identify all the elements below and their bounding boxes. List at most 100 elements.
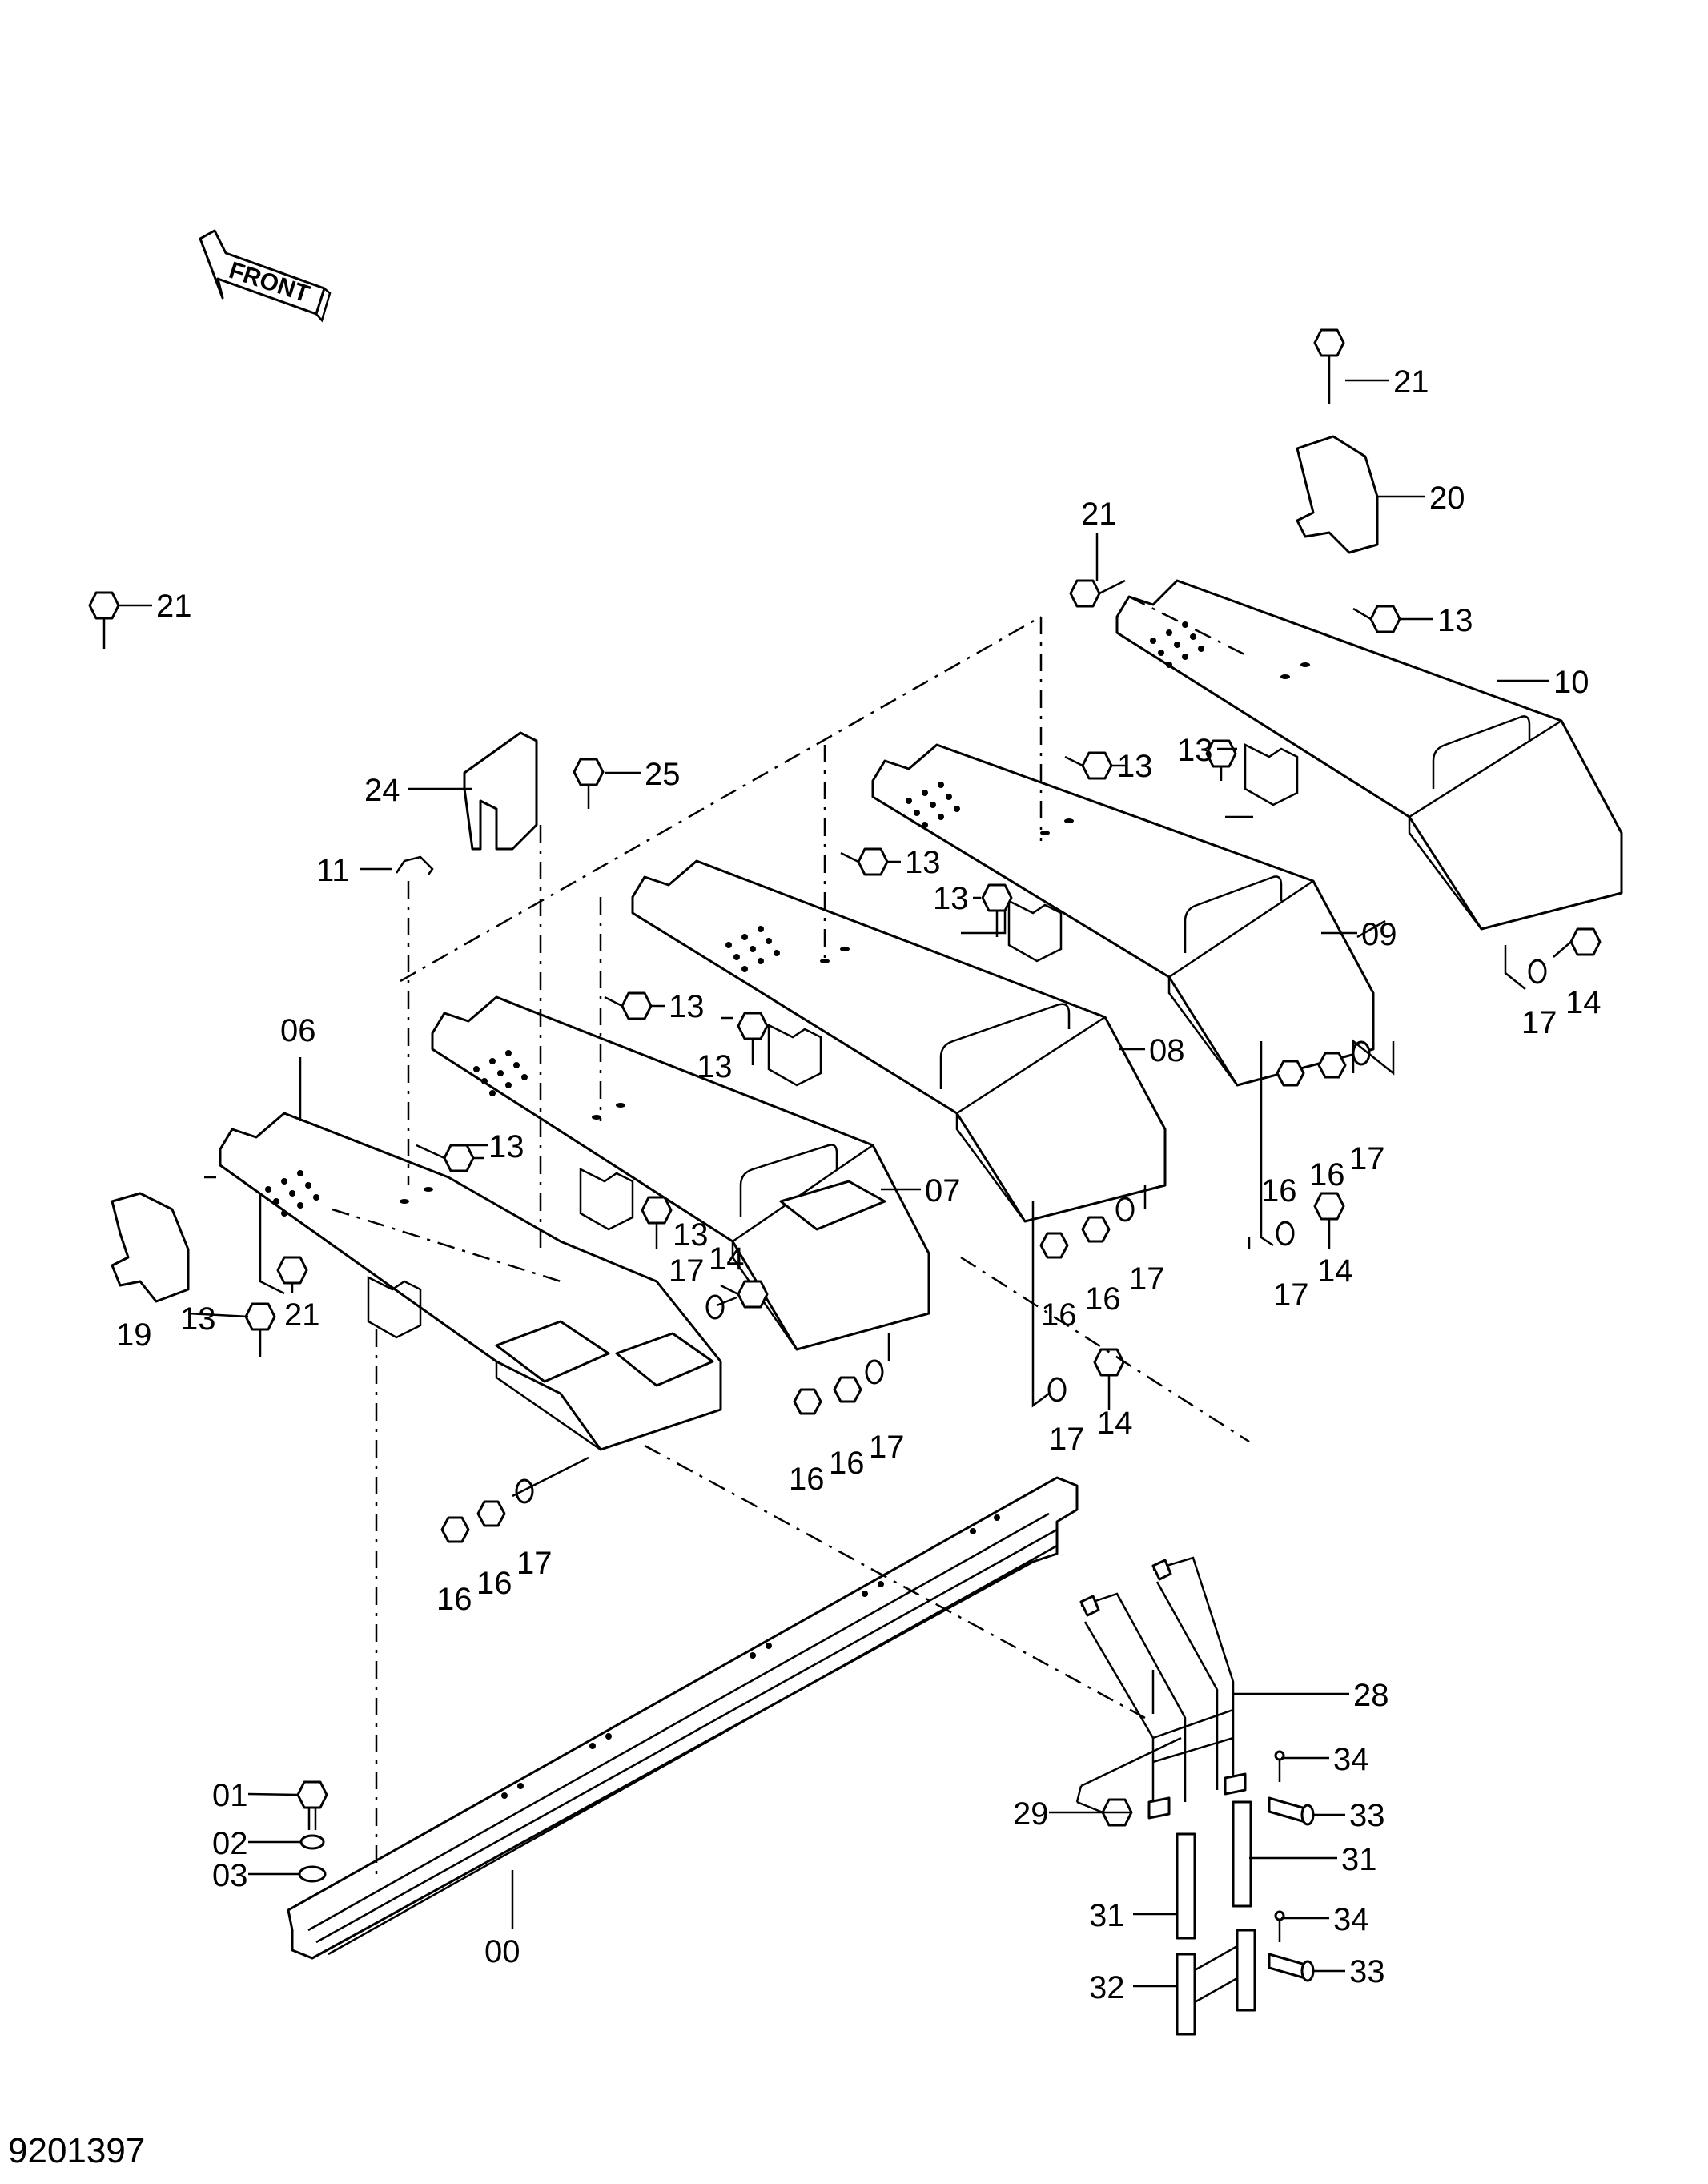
washer-icon (1528, 959, 1547, 984)
callout-24: 24 (364, 773, 400, 808)
callout-21: 21 (284, 1297, 320, 1333)
callout-14: 14 (1097, 1406, 1133, 1441)
callout-34: 34 (1333, 1902, 1369, 1937)
callout-21: 21 (156, 589, 192, 624)
callout-33: 33 (1349, 1798, 1385, 1833)
rod-part-31 (1232, 1800, 1252, 1908)
callout-13: 13 (933, 881, 969, 916)
callout-09: 09 (1361, 917, 1397, 952)
bolt-icon (720, 1280, 769, 1309)
bolt-icon (244, 1302, 276, 1357)
callout-20: 20 (1429, 481, 1465, 516)
washer-icon (865, 1359, 884, 1385)
bolt-icon (981, 883, 1013, 937)
callout-21: 21 (1081, 497, 1117, 532)
washer-icon (1276, 1221, 1295, 1246)
nut-icon (1081, 1216, 1111, 1243)
callout-13: 13 (697, 1049, 733, 1084)
nut-icon (1276, 1060, 1305, 1087)
callout-17: 17 (1049, 1422, 1085, 1457)
callout-03: 03 (212, 1858, 248, 1893)
washer-icon (1047, 1377, 1067, 1402)
cover-panel-09 (871, 743, 1375, 1087)
washer-icon (298, 1865, 327, 1883)
cover-panel-06 (219, 1112, 722, 1451)
callout-16: 16 (1085, 1281, 1121, 1317)
callout-13: 13 (180, 1301, 216, 1337)
nut-icon (476, 1500, 506, 1527)
bolt-icon (1313, 1192, 1345, 1249)
nut-icon (833, 1376, 862, 1403)
callout-06: 06 (280, 1013, 316, 1048)
washer-icon (515, 1478, 534, 1504)
callout-31: 31 (1089, 1898, 1125, 1933)
clip-part-11 (395, 855, 434, 875)
callout-28: 28 (1353, 1678, 1389, 1713)
callout-17: 17 (1521, 1005, 1557, 1040)
callout-34: 34 (1333, 1742, 1369, 1777)
cover-panel-10 (1115, 579, 1623, 931)
bolt-icon (1093, 1348, 1125, 1410)
bracket-part-24 (463, 731, 538, 851)
rail-part-00 (287, 1476, 1079, 1960)
callout-14: 14 (1565, 985, 1602, 1020)
callout-10: 10 (1553, 665, 1589, 700)
callout-02: 02 (212, 1826, 248, 1861)
callout-16: 16 (1261, 1173, 1297, 1209)
washer-icon (705, 1294, 725, 1320)
bolt-icon (840, 847, 889, 876)
callout-17: 17 (1273, 1277, 1309, 1313)
callout-13: 13 (488, 1129, 524, 1164)
bolt-icon (1069, 579, 1126, 608)
washer-icon (1115, 1197, 1135, 1222)
callout-16: 16 (476, 1566, 512, 1601)
bolt-icon (1352, 605, 1401, 633)
bolt-icon (1205, 739, 1237, 781)
callout-07: 07 (925, 1173, 961, 1209)
callout-14: 14 (709, 1241, 745, 1277)
nut-icon (440, 1516, 470, 1543)
callout-16: 16 (436, 1582, 472, 1617)
callout-13: 13 (1437, 603, 1473, 638)
callout-25: 25 (645, 757, 681, 792)
drawing-number: 9201397 (8, 2131, 145, 2170)
callout-16: 16 (829, 1446, 865, 1481)
bolt-icon (1313, 328, 1345, 404)
rod-part-31 (1176, 1832, 1196, 1940)
step-part-32 (1176, 1929, 1256, 2036)
bolt-icon (573, 758, 605, 809)
callout-21: 21 (1393, 364, 1429, 400)
bolt-icon (296, 1780, 328, 1830)
callout-19: 19 (116, 1317, 152, 1353)
nut-icon (1317, 1052, 1347, 1079)
callout-14: 14 (1317, 1253, 1353, 1289)
callout-17: 17 (669, 1253, 705, 1289)
pin-icon (1274, 1910, 1285, 1942)
callout-13: 13 (1177, 733, 1213, 768)
callout-01: 01 (212, 1778, 248, 1813)
callout-32: 32 (1089, 1970, 1125, 2005)
callout-17: 17 (869, 1430, 905, 1465)
callout-08: 08 (1149, 1033, 1185, 1068)
pin-icon (1274, 1750, 1285, 1782)
clevis-pin-icon (1268, 1796, 1315, 1826)
callout-13: 13 (1117, 749, 1153, 784)
callout-17: 17 (516, 1546, 553, 1581)
callout-17: 17 (1129, 1261, 1165, 1297)
cover-panel-07 (431, 995, 930, 1351)
front-arrow-icon: FRONT (199, 229, 332, 323)
callout-11: 11 (316, 853, 350, 888)
callout-16: 16 (789, 1462, 825, 1497)
callout-16: 16 (1041, 1297, 1077, 1333)
front-label: FRONT (226, 257, 312, 308)
nut-icon (1039, 1232, 1069, 1259)
callout-13: 13 (673, 1217, 709, 1253)
bolt-icon (88, 591, 120, 649)
callout-16: 16 (1309, 1157, 1345, 1193)
bolt-icon (737, 1012, 769, 1065)
cover-panel-08 (631, 859, 1167, 1223)
bracket-part-19 (111, 1192, 190, 1303)
callout-33: 33 (1349, 1954, 1385, 1989)
callout-13: 13 (905, 845, 941, 880)
